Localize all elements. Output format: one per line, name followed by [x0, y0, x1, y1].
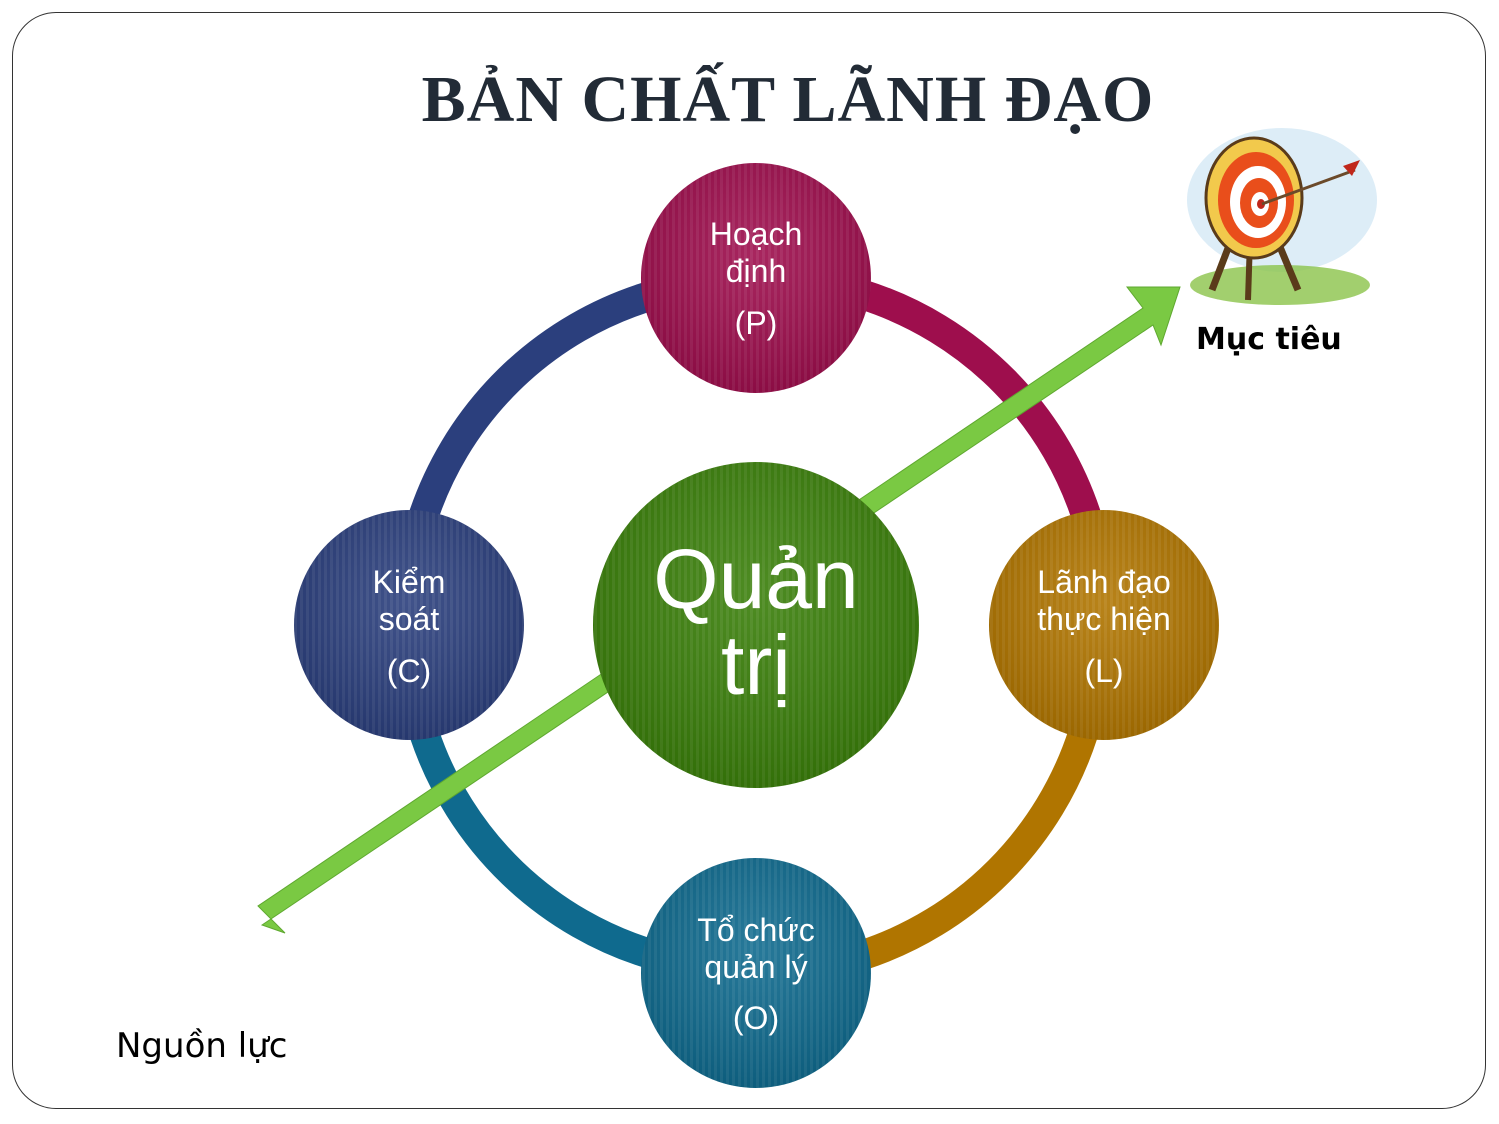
- center-node: Quản trị: [593, 462, 919, 788]
- arc-c-to-p: [406, 280, 660, 531]
- arc-l-to-o: [857, 729, 1098, 970]
- node-p-line1: Hoạch: [710, 216, 803, 252]
- node-p-code: (P): [735, 305, 778, 341]
- node-c-code: (C): [387, 653, 431, 689]
- center-line1: Quản: [653, 532, 859, 626]
- arc-o-to-c: [410, 729, 660, 970]
- node-l-line2: thực hiện: [1037, 601, 1171, 637]
- goal-label: Mục tiêu: [1196, 322, 1342, 357]
- resource-label: Nguồn lực: [116, 1026, 288, 1066]
- slide-title: BẢN CHẤT LÃNH ĐẠO: [421, 63, 1155, 136]
- center-line2: trị: [721, 618, 791, 712]
- node-l-code: (L): [1084, 653, 1123, 689]
- arc-p-to-l: [857, 280, 1104, 530]
- node-c-line2: soát: [379, 601, 440, 637]
- node-l: Lãnh đạo thực hiện (L): [989, 510, 1219, 740]
- node-p: Hoạch định (P): [641, 163, 871, 393]
- target-with-arrow-icon: [1187, 128, 1377, 305]
- node-c: Kiểm soát (C): [294, 510, 524, 740]
- node-l-line1: Lãnh đạo: [1037, 564, 1170, 600]
- node-p-line2: định: [726, 253, 787, 289]
- node-o-code: (O): [733, 1000, 779, 1036]
- node-c-line1: Kiểm: [373, 564, 446, 600]
- node-o-line2: quản lý: [704, 949, 807, 985]
- node-o: Tổ chức quản lý (O): [641, 858, 871, 1088]
- node-o-line1: Tổ chức: [697, 912, 814, 948]
